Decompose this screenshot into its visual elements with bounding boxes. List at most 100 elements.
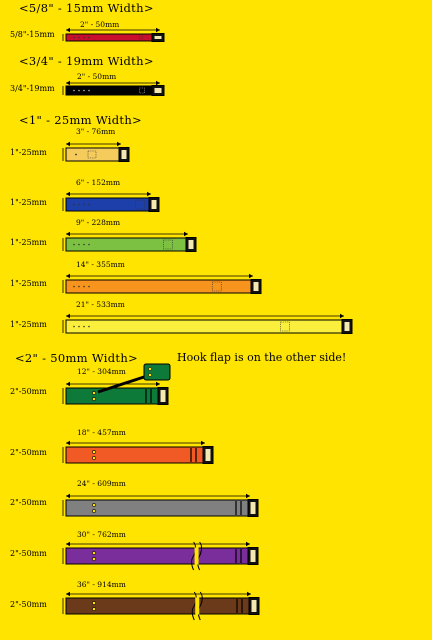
strap-1-0-loop-mark <box>139 87 145 94</box>
strap-3-3-length-label: 30" - 762mm <box>77 530 126 539</box>
strap-2-1-width-label: 1"-25mm <box>10 198 47 207</box>
strap-3-4-buckle-slot <box>251 600 257 612</box>
strap-2-3-hole-0 <box>73 285 75 288</box>
strap-2-1-hole-1 <box>78 203 80 206</box>
strap-1-0-buckle-slot <box>154 88 162 93</box>
strap-0-0-length-arrow-head-left <box>66 27 70 33</box>
strap-1-0-hole-2 <box>83 89 85 92</box>
strap-3-4-break-left <box>191 591 197 621</box>
strap-3-4-length-arrow-head-right <box>247 591 251 597</box>
strap-1-0-hole-0 <box>73 89 75 92</box>
section-heading-3-4: <3/4" - 19mm Width> <box>19 54 154 68</box>
strap-2-4-loop-mark <box>280 321 290 332</box>
strap-3-3-strap-body <box>65 547 259 565</box>
strap-3-3-break-right <box>197 541 203 571</box>
strap-3-0-flap-grommet-top <box>148 367 152 371</box>
strap-0-0-loop-mark <box>139 35 143 40</box>
strap-3-0-grommet-top <box>92 391 96 395</box>
strap-3-3-width-label: 2"-50mm <box>10 549 47 558</box>
strap-3-0-length-label: 12" - 304mm <box>77 367 126 376</box>
strap-2-4-strap-body <box>65 319 353 334</box>
strap-1-0-hole-3 <box>88 89 90 92</box>
strap-1-0-length-arrow-head-right <box>156 80 160 86</box>
strap-2-1-length-arrow-head-right <box>147 191 151 197</box>
strap-2-2-length-arrow-head-right <box>184 231 188 237</box>
strap-2-2-strap-body <box>65 237 197 252</box>
strap-2-4-hole-0 <box>73 325 75 328</box>
strap-0-0-hole-0 <box>73 36 75 39</box>
strap-2-4-hole-2 <box>83 325 85 328</box>
strap-0-0-length-label: 2" - 50mm <box>80 20 120 29</box>
strap-0-0-hole-3 <box>88 36 90 39</box>
strap-2-2-length-label: 9" - 228mm <box>76 218 121 227</box>
strap-2-3-strap-body <box>65 279 262 294</box>
strap-3-4-grommet-top <box>92 601 96 605</box>
strap-2-0-length-label: 3" - 76mm <box>76 127 116 136</box>
strap-2-3-buckle-slot <box>253 282 259 291</box>
strap-3-4-strap-body <box>65 597 260 615</box>
strap-1-0-length-arrow-head-left <box>66 80 70 86</box>
strap-3-2-length-label: 24" - 609mm <box>77 479 126 488</box>
strap-3-3-grommet-bottom <box>92 557 96 561</box>
strap-3-0-length-arrow-head-left <box>66 381 70 387</box>
strap-2-0-buckle-slot <box>121 150 127 159</box>
strap-2-3-length-arrow-head-left <box>66 273 70 279</box>
strap-2-3-length-arrow-head-right <box>249 273 253 279</box>
strap-0-0-hole-2 <box>83 36 85 39</box>
strap-3-4-grommet-bottom <box>92 607 96 611</box>
strap-2-2-hole-0 <box>73 243 75 246</box>
strap-3-3-length-arrow-head-left <box>66 541 70 547</box>
strap-3-0-strap-body <box>65 387 169 405</box>
strap-0-0-width-label: 5/8"-15mm <box>10 30 55 39</box>
strap-1-0-hole-1 <box>78 89 80 92</box>
strap-2-1-length-label: 6" - 152mm <box>76 178 121 187</box>
strap-3-2-length-arrow-head-right <box>246 493 250 499</box>
strap-0-0-strap-body <box>65 33 165 42</box>
strap-3-2-grommet-top <box>92 503 96 507</box>
strap-2-0-length-arrow-head-left <box>66 141 70 147</box>
strap-3-2-grommet-bottom <box>92 509 96 513</box>
strap-2-3-loop-mark <box>211 281 222 292</box>
strap-2-4-length-arrow-head-right <box>340 313 344 319</box>
strap-3-1-buckle-slot <box>205 449 211 461</box>
strap-3-2-buckle-slot <box>250 502 256 514</box>
strap-3-4-length-arrow-head-left <box>66 591 70 597</box>
strap-0-0-hole-1 <box>78 36 80 39</box>
strap-2-4-buckle-slot <box>344 322 350 331</box>
strap-2-2-hole-2 <box>83 243 85 246</box>
strap-3-3-grommet-top <box>92 551 96 555</box>
strap-2-0-loop-mark <box>87 150 97 159</box>
strap-1-0-length-label: 2" - 50mm <box>77 72 117 81</box>
strap-2-1-length-arrow-head-left <box>66 191 70 197</box>
strap-2-1-hole-2 <box>83 203 85 206</box>
strap-2-1-loop-mark <box>135 199 146 210</box>
strap-2-3-width-label: 1"-25mm <box>10 279 47 288</box>
strap-3-2-width-label: 2"-50mm <box>10 498 47 507</box>
strap-3-4-length-label: 36" - 914mm <box>77 580 126 589</box>
strap-3-0-width-label: 2"-50mm <box>10 387 47 396</box>
strap-3-3-break-gap <box>194 547 199 565</box>
strap-2-3-hole-3 <box>88 285 90 288</box>
strap-3-4-width-label: 2"-50mm <box>10 600 47 609</box>
strap-1-0-strap-body <box>65 85 165 96</box>
strap-0-0-buckle-slot <box>154 36 162 39</box>
strap-2-4-hole-3 <box>88 325 90 328</box>
strap-3-1-length-arrow-head-right <box>201 440 205 446</box>
strap-2-0-length-arrow-head-right <box>117 141 121 147</box>
strap-3-0-hook-flap <box>143 363 171 381</box>
strap-2-4-length-arrow-head-left <box>66 313 70 319</box>
strap-1-0-width-label: 3/4"-19mm <box>10 84 55 93</box>
strap-3-0-buckle-slot <box>160 390 166 402</box>
strap-3-3-break-left <box>191 541 197 571</box>
strap-3-1-length-arrow-head-left <box>66 440 70 446</box>
strap-2-1-buckle-slot <box>151 200 157 209</box>
strap-3-0-flap-grommet-bottom <box>148 373 152 377</box>
strap-3-0-grommet-bottom <box>92 397 96 401</box>
strap-2-0-hole <box>75 153 77 156</box>
strap-3-1-length-label: 18" - 457mm <box>77 428 126 437</box>
section-heading-5-8: <5/8" - 15mm Width> <box>19 1 154 15</box>
strap-3-2-length-arrow-head-left <box>66 493 70 499</box>
strap-2-0-width-label: 1"-25mm <box>10 148 47 157</box>
strap-2-4-width-label: 1"-25mm <box>10 320 47 329</box>
strap-2-4-hole-1 <box>78 325 80 328</box>
